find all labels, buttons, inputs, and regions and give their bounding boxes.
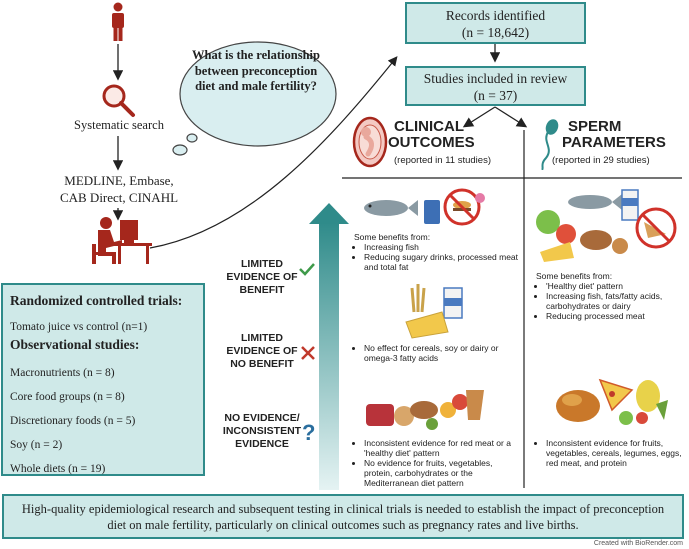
clinical-benefit-item-1: Increasing fish — [364, 242, 520, 252]
clinical-study-count: (reported in 11 studies) — [394, 155, 491, 166]
rct-item: Tomato juice vs control (n=1) — [10, 321, 148, 333]
clinical-benefit-item-2: Reducing sugary drinks, processed meat a… — [364, 252, 520, 272]
limited-benefit-line-2: EVIDENCE OF — [226, 271, 298, 283]
clinical-inconsistent-findings: Inconsistent evidence for red meat or a … — [354, 438, 522, 488]
sperm-heading-line-1: SPERM — [568, 118, 622, 135]
arrow-branch-clinical — [462, 106, 496, 128]
sperm-heading-line-2: PARAMETERS — [562, 134, 666, 151]
sperm-benefit-item-3: Reducing processed meat — [546, 311, 686, 321]
question-icon: ? — [302, 420, 316, 445]
sperm-inconsistent-findings: Inconsistent evidence for fruits, vegeta… — [536, 438, 686, 468]
records-identified-box: Records identified (n = 18,642) — [405, 2, 586, 44]
sperm-inconsistent-item-1: Inconsistent evidence for fruits, vegeta… — [546, 438, 686, 468]
limited-benefit-line-1: LIMITED — [241, 258, 283, 270]
mixed-foods-sperm-benefit-icon — [536, 189, 677, 262]
pregnancy-icon — [352, 116, 388, 168]
obs-item-core-food-groups: Core food groups (n = 8) — [10, 391, 125, 403]
no-evidence-label: NO EVIDENCE/ INCONSISTENT EVIDENCE — [222, 412, 302, 451]
databases-line-1: MEDLINE, Embase, — [64, 173, 174, 188]
sperm-benefit-findings: Some benefits from: 'Healthy diet' patte… — [536, 271, 686, 321]
sperm-parameters-heading: SPERM PARAMETERS — [562, 119, 666, 151]
limited-benefit-line-3: BENEFIT — [239, 284, 285, 296]
no-evidence-line-3: EVIDENCE — [235, 438, 289, 450]
limited-no-benefit-line-1: LIMITED — [241, 332, 283, 344]
studies-title: Studies included in review — [423, 71, 568, 86]
no-evidence-line-2: INCONSISTENT — [222, 425, 302, 437]
biorender-credit: Created with BioRender.com — [593, 540, 683, 547]
mixed-foods-clinical-icon — [366, 390, 484, 430]
evidence-arrow-shaft — [319, 222, 339, 490]
obs-item-macronutrients: Macronutrients (n = 8) — [10, 367, 115, 379]
sperm-study-count: (reported in 29 studies) — [552, 155, 650, 166]
arrow-curve-to-records — [149, 56, 398, 249]
no-evidence-line-1: NO EVIDENCE/ — [224, 412, 300, 424]
limited-no-benefit-line-2: EVIDENCE OF — [226, 345, 298, 357]
records-count: (n = 18,642) — [461, 25, 530, 40]
records-title: Records identified — [445, 8, 546, 23]
magnifier-icon — [102, 84, 135, 117]
clinical-inconsistent-item-1: Inconsistent evidence for red meat or a … — [364, 438, 522, 458]
clinical-benefit-findings: Some benefits from: Increasing fish Redu… — [354, 232, 520, 272]
systematic-search-label: Systematic search — [74, 118, 164, 132]
clinical-no-benefit-item-1: No effect for cereals, soy or dairy or o… — [364, 343, 520, 363]
check-icon — [299, 263, 315, 276]
obs-item-discretionary-foods: Discretionary foods (n = 5) — [10, 415, 136, 427]
clinical-heading-line-1: CLINICAL — [394, 118, 464, 135]
computer-user-icon — [92, 217, 152, 264]
clinical-outcomes-heading: CLINICAL OUTCOMES — [388, 119, 475, 151]
study-types-box: Randomized controlled trials: Tomato jui… — [1, 283, 205, 476]
conclusion-box: High-quality epidemiological research an… — [2, 494, 684, 539]
sperm-benefit-item-2: Increasing fish, fats/fatty acids, carbo… — [546, 291, 686, 311]
limited-benefit-label: LIMITED EVIDENCE OF BENEFIT — [224, 258, 300, 297]
clinical-heading-line-2: OUTCOMES — [388, 134, 475, 151]
studies-included-box: Studies included in review (n = 37) — [405, 66, 586, 106]
sperm-benefit-intro: Some benefits from: — [536, 271, 613, 281]
clinical-benefit-intro: Some benefits from: — [354, 232, 431, 242]
research-question: What is the relationship between preconc… — [192, 48, 320, 93]
arrow-branch-sperm — [494, 106, 528, 128]
cereal-dairy-food-icon — [405, 284, 463, 339]
question-cloud — [172, 41, 337, 156]
limited-no-benefit-line-3: NO BENEFIT — [230, 358, 294, 370]
studies-count: (n = 37) — [473, 88, 518, 103]
obs-item-soy: Soy (n = 2) — [10, 439, 63, 451]
obs-title: Observational studies: — [10, 337, 140, 352]
fish-burger-food-icon — [364, 188, 485, 226]
clinical-no-benefit-findings: No effect for cereals, soy or dairy or o… — [354, 343, 520, 363]
databases-line-2: CAB Direct, CINAHL — [59, 190, 179, 205]
cross-icon — [301, 346, 315, 360]
databases-label: MEDLINE, Embase, CAB Direct, CINAHL — [35, 172, 203, 206]
rct-title: Randomized controlled trials: — [10, 293, 183, 308]
clinical-inconsistent-item-2: No evidence for fruits, vegetables, prot… — [364, 458, 522, 488]
mixed-foods-sperm-inconsistent-icon — [556, 378, 668, 425]
evidence-arrow-head — [309, 203, 349, 224]
obs-item-whole-diets: Whole diets (n = 19) — [10, 463, 106, 475]
person-icon — [112, 2, 124, 41]
sperm-icon — [541, 119, 559, 170]
sperm-benefit-item-1: 'Healthy diet' pattern — [546, 281, 686, 291]
limited-no-benefit-label: LIMITED EVIDENCE OF NO BENEFIT — [224, 332, 300, 371]
